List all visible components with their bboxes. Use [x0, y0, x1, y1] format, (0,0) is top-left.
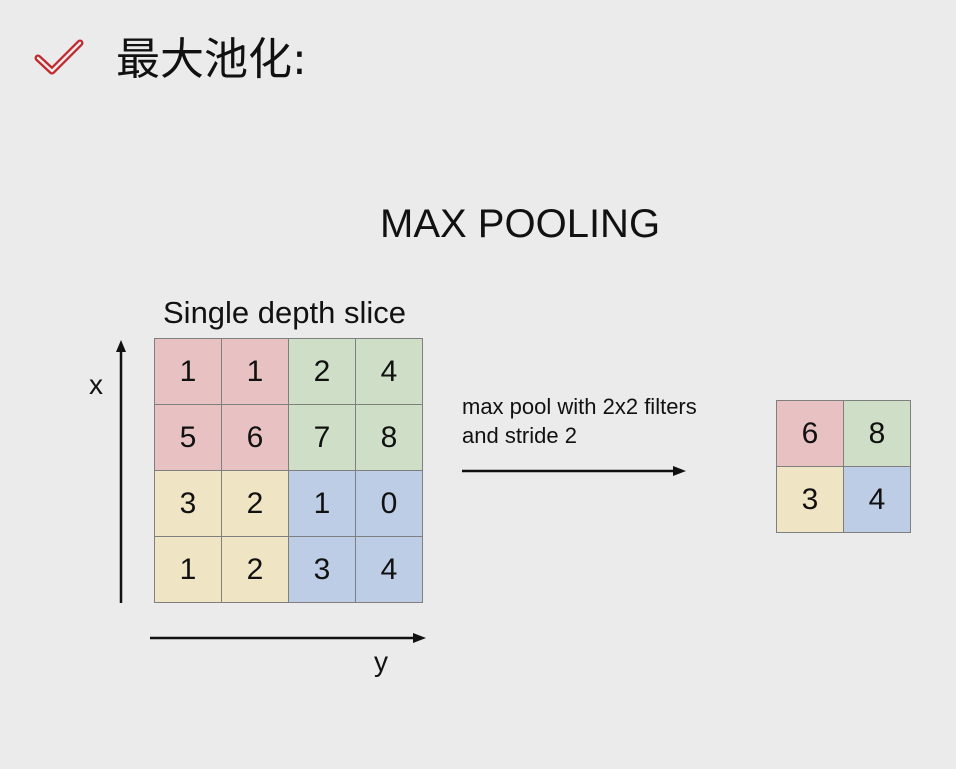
input-cell: 1 — [154, 536, 222, 603]
output-row: 6 8 — [776, 400, 911, 467]
input-cell: 2 — [221, 470, 289, 537]
output-cell: 3 — [776, 466, 844, 533]
input-cell: 1 — [221, 338, 289, 405]
input-row: 3 2 1 0 — [154, 470, 423, 537]
operation-arrow — [462, 466, 686, 476]
input-cell: 0 — [355, 470, 423, 537]
horizontal-axis-arrow — [150, 633, 426, 643]
input-cell: 5 — [154, 404, 222, 471]
input-cell: 2 — [221, 536, 289, 603]
output-cell: 4 — [843, 466, 911, 533]
horizontal-axis-label: y — [374, 646, 388, 677]
input-cell: 4 — [355, 536, 423, 603]
input-cell: 2 — [288, 338, 356, 405]
vertical-axis-arrow — [116, 340, 126, 603]
output-cell: 6 — [776, 400, 844, 467]
input-grid: 1 1 2 4 5 6 7 8 3 2 1 0 1 2 3 4 — [154, 338, 423, 603]
input-cell: 3 — [154, 470, 222, 537]
output-cell: 8 — [843, 400, 911, 467]
checkmark-icon — [34, 39, 84, 75]
input-cell: 7 — [288, 404, 356, 471]
diagram-title: MAX POOLING — [380, 202, 661, 246]
input-cell: 1 — [288, 470, 356, 537]
page-heading: 最大池化: — [116, 34, 307, 85]
operation-label-line1: max pool with 2x2 filters — [462, 394, 697, 419]
operation-label: max pool with 2x2 filters and stride 2 — [462, 392, 697, 450]
input-row: 1 1 2 4 — [154, 338, 423, 405]
input-cell: 1 — [154, 338, 222, 405]
input-cell: 8 — [355, 404, 423, 471]
vertical-axis-label: x — [89, 369, 103, 400]
input-cell: 4 — [355, 338, 423, 405]
input-cell: 3 — [288, 536, 356, 603]
input-row: 5 6 7 8 — [154, 404, 423, 471]
input-row: 1 2 3 4 — [154, 536, 423, 603]
input-cell: 6 — [221, 404, 289, 471]
operation-label-line2: and stride 2 — [462, 423, 577, 448]
output-row: 3 4 — [776, 466, 911, 533]
output-grid: 6 8 3 4 — [776, 400, 911, 533]
grid-caption: Single depth slice — [163, 295, 406, 330]
